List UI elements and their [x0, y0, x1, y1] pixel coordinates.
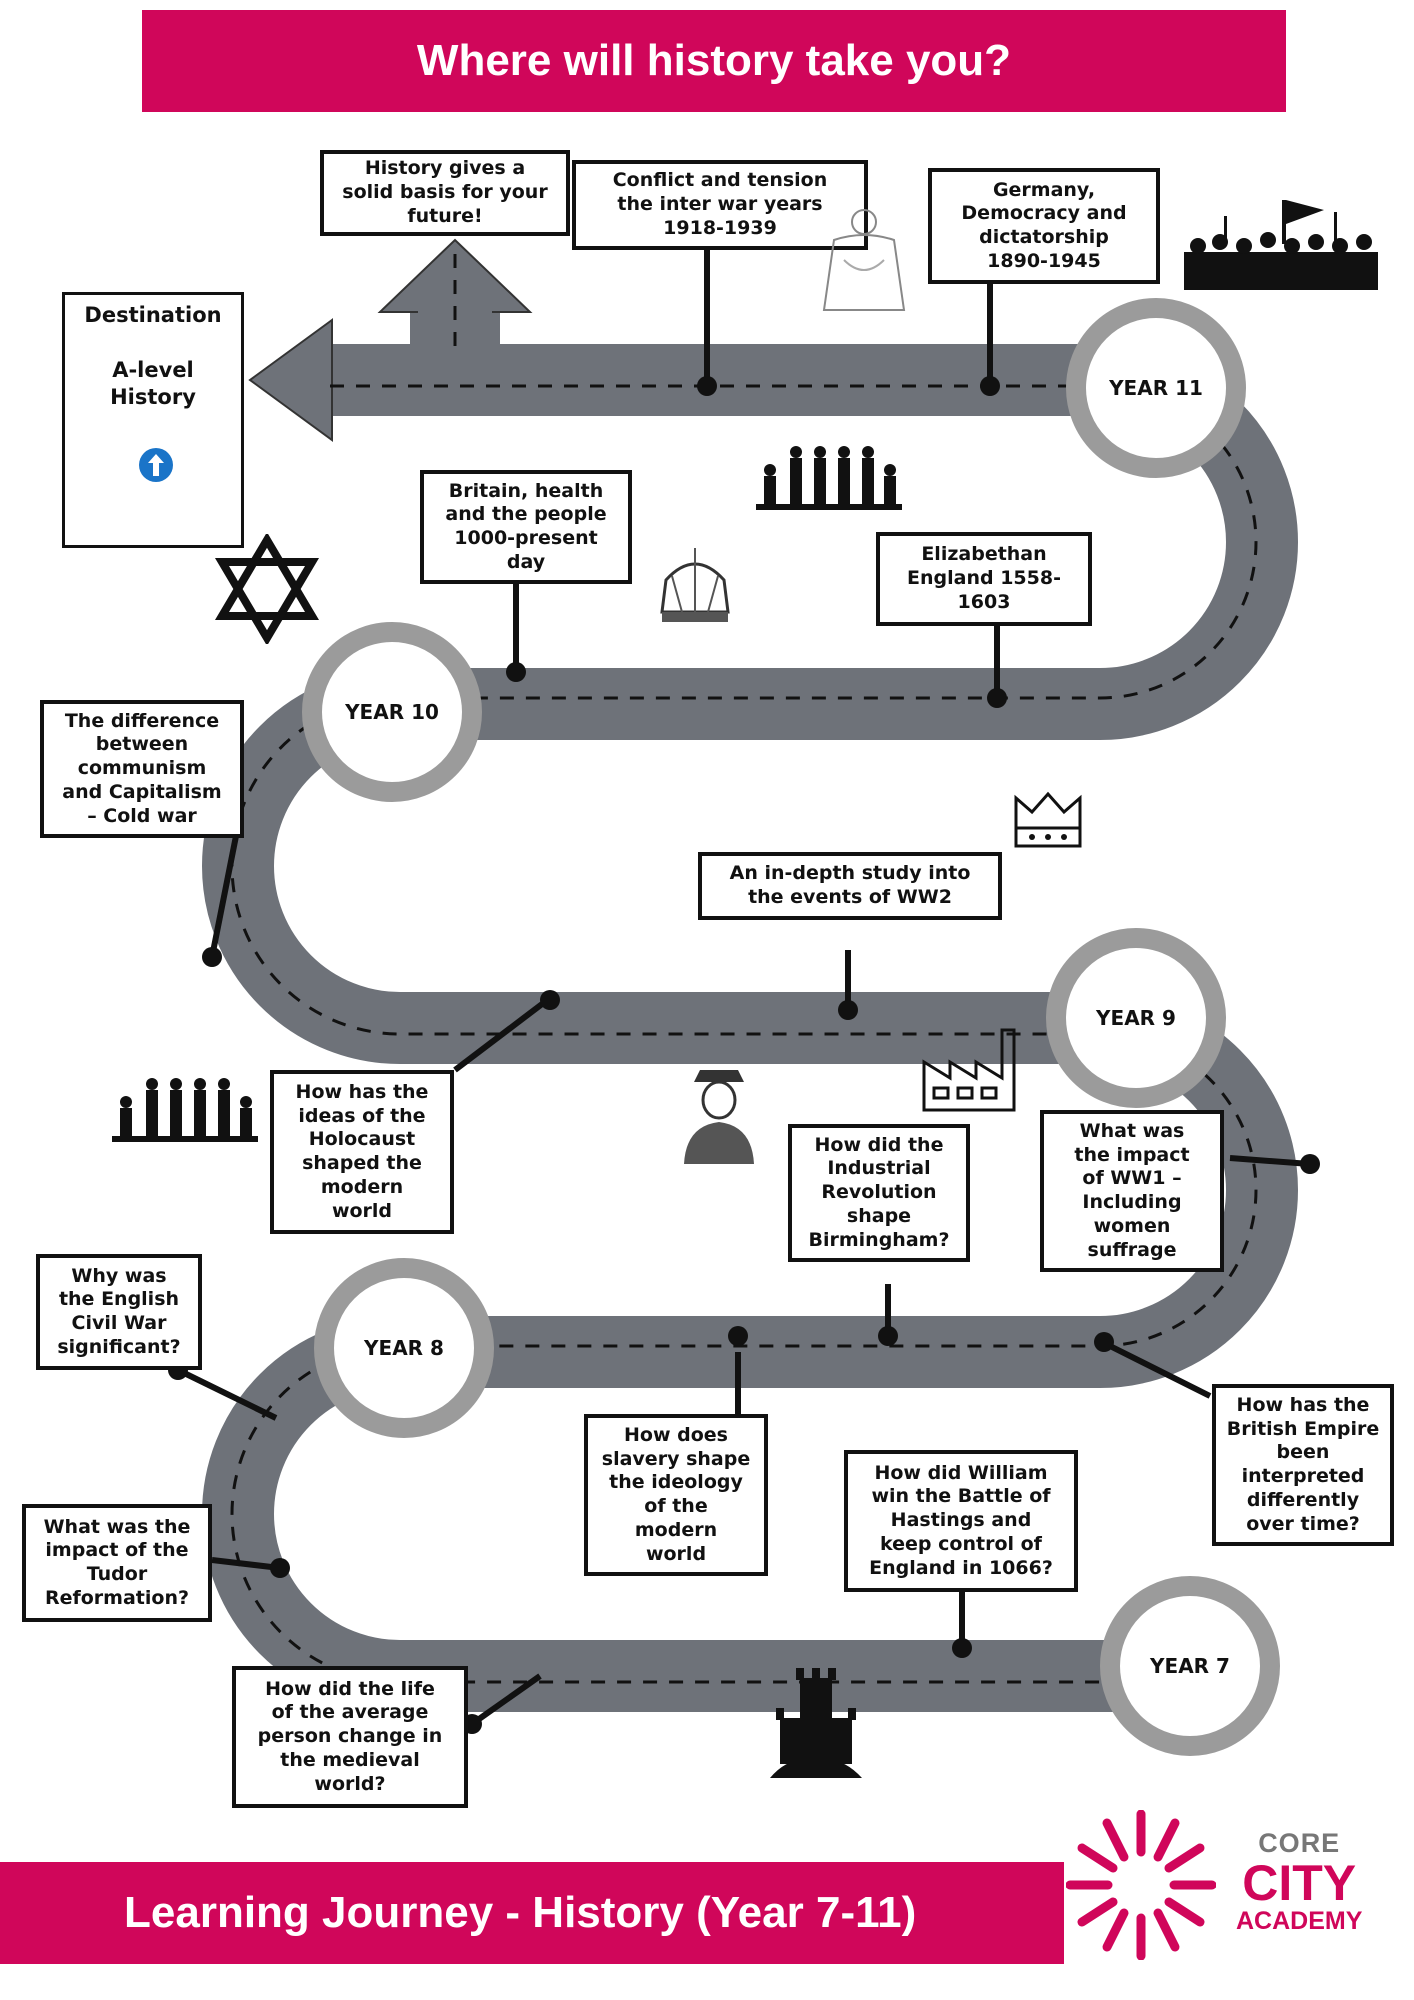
page-title: Where will history take you?	[416, 36, 1012, 85]
destination-course-line2: History	[110, 385, 196, 410]
topic-text: The difference between communism and Cap…	[62, 709, 222, 827]
topic-text: How does slavery shape the ideology of t…	[601, 1423, 751, 1565]
logo-academy: ACADEMY	[1236, 1907, 1363, 1935]
topic-y8-civil-war: Why was the English Civil War significan…	[36, 1254, 202, 1370]
topic-text: How did the life of the average person c…	[257, 1677, 443, 1795]
topic-y7-medieval: How did the life of the average person c…	[232, 1666, 468, 1808]
destination-course: A-level History	[65, 357, 241, 412]
logo-city: CITY	[1242, 1855, 1357, 1911]
topic-y11-conflict: Conflict and tension the inter war years…	[572, 160, 868, 250]
destination-label: Destination	[84, 303, 222, 327]
soldiers-silhouette-icon	[112, 1078, 258, 1142]
topic-text: Conflict and tension the inter war years…	[612, 169, 828, 239]
topic-y8-empire: How has the British Empire been interpre…	[1212, 1384, 1394, 1546]
road	[202, 344, 1298, 1712]
topic-y9-holocaust: How has the ideas of the Holocaust shape…	[270, 1070, 454, 1234]
road-center-line	[230, 250, 1258, 1684]
factory-icon	[922, 1028, 1016, 1112]
topic-text: Elizabethan England 1558- 1603	[907, 543, 1061, 613]
year-label: YEAR 10	[345, 700, 439, 724]
year-11-marker: YEAR 11	[1066, 298, 1246, 478]
topic-y9-ww2: An in-depth study into the events of WW2	[698, 852, 1002, 920]
topic-y11-germany: Germany, Democracy and dictatorship 1890…	[928, 168, 1160, 284]
destination-card: Destination A-level History	[62, 292, 244, 548]
topic-y10-elizabethan: Elizabethan England 1558- 1603	[876, 532, 1092, 626]
topic-connectors	[176, 248, 1311, 1727]
road-arrow-left	[248, 318, 333, 442]
topic-text: What was the impact of the Tudor Reforma…	[43, 1515, 191, 1609]
year-label: YEAR 8	[364, 1336, 444, 1360]
topic-text: Britain, health and the people 1000-pres…	[445, 479, 607, 573]
year-7-marker: YEAR 7	[1100, 1576, 1280, 1756]
year-9-marker: YEAR 9	[1046, 928, 1226, 1108]
crown-outline-icon	[1014, 791, 1082, 848]
topic-y10-britain-health: Britain, health and the people 1000-pres…	[420, 470, 632, 584]
topic-text: An in-depth study into the events of WW2	[729, 862, 971, 908]
topic-y9-industrial: How did the Industrial Revolution shape …	[788, 1124, 970, 1262]
future-text: History gives a solid basis for your fut…	[342, 157, 548, 227]
academy-logo-mark	[1066, 1810, 1216, 1960]
future-box: History gives a solid basis for your fut…	[320, 150, 570, 236]
year-label: YEAR 9	[1096, 1006, 1176, 1030]
topic-text: How has the British Empire been interpre…	[1226, 1393, 1380, 1535]
footer-banner: Learning Journey - History (Year 7-11)	[0, 1862, 1064, 1964]
topic-text: What was the impact of WW1 – Including w…	[1074, 1119, 1190, 1261]
topic-y7-tudor: What was the impact of the Tudor Reforma…	[22, 1504, 212, 1622]
year-label: YEAR 7	[1150, 1654, 1230, 1678]
topic-text: Why was the English Civil War significan…	[57, 1264, 181, 1358]
topic-y10-cold-war: The difference between communism and Cap…	[40, 700, 244, 838]
academy-logo-text: CORE CITY ACADEMY	[1236, 1828, 1362, 1936]
year-8-marker: YEAR 8	[314, 1258, 494, 1438]
topic-y9-ww1: What was the impact of WW1 – Including w…	[1040, 1110, 1224, 1272]
footer-title: Learning Journey - History (Year 7-11)	[124, 1888, 917, 1937]
topic-text: How has the ideas of the Holocaust shape…	[295, 1080, 429, 1222]
logo-core: CORE	[1258, 1828, 1341, 1858]
topic-y7-hastings: How did William win the Battle of Hastin…	[844, 1450, 1078, 1592]
year-10-marker: YEAR 10	[302, 622, 482, 802]
topic-text: How did William win the Battle of Hastin…	[869, 1461, 1053, 1579]
soldiers-silhouette-icon	[756, 446, 902, 510]
destination-course-line1: A-level	[112, 358, 194, 382]
topic-text: How did the Industrial Revolution shape …	[808, 1133, 950, 1251]
year-label: YEAR 11	[1109, 376, 1203, 400]
star-of-david-icon	[214, 534, 320, 644]
topic-y8-slavery: How does slavery shape the ideology of t…	[584, 1414, 768, 1576]
castle-icon	[770, 1668, 862, 1778]
page-title-banner: Where will history take you?	[142, 10, 1286, 112]
topic-text: Germany, Democracy and dictatorship 1890…	[961, 178, 1127, 272]
up-arrow-icon	[139, 448, 173, 482]
protest-crowd-icon	[1184, 200, 1378, 290]
queen-portrait-icon	[822, 209, 906, 311]
crown-icon	[660, 548, 730, 622]
henry-viii-portrait-icon	[684, 1070, 754, 1164]
